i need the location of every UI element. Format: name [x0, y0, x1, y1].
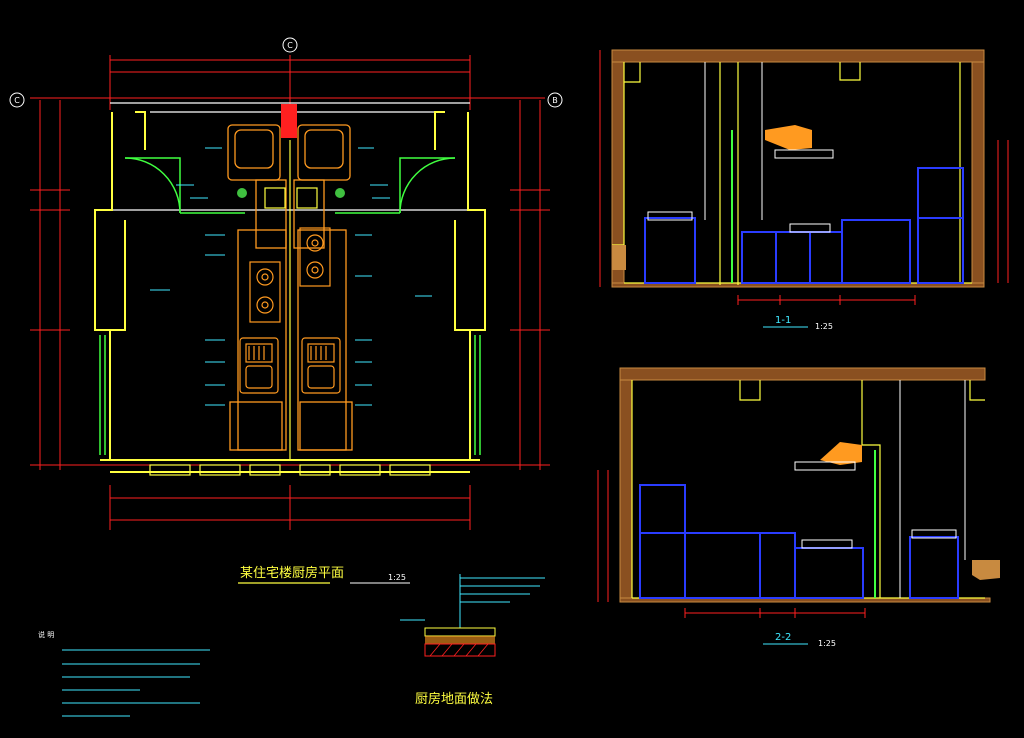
gas-meter-icon	[335, 188, 345, 198]
range-hood-icon	[765, 125, 834, 159]
notes-heading: 说 明	[38, 630, 54, 639]
kitchen-plan: C C B	[9, 37, 563, 584]
axis-label-top: C	[287, 41, 293, 50]
plan-center-shafts	[264, 140, 318, 460]
stove-icon	[299, 227, 331, 287]
section-1-appliances	[647, 211, 831, 233]
stove-icon	[249, 261, 281, 323]
plan-title: 某住宅楼厨房平面	[240, 565, 344, 581]
plan-windows	[99, 212, 481, 455]
axis-bubble-icon: C	[9, 92, 25, 108]
central-duct	[281, 104, 297, 138]
section-2-title: 2-2	[775, 632, 791, 643]
axis-bubble-icon: B	[547, 92, 563, 108]
floor-layer-mortar	[425, 636, 495, 644]
floor-detail-leaders	[400, 574, 545, 628]
plan-scale: 1:25	[388, 573, 406, 582]
section-1-scale: 1:25	[815, 322, 833, 331]
plan-dimension-lines	[30, 55, 550, 530]
sink-icon	[301, 337, 341, 394]
sink-icon	[239, 337, 279, 394]
section-2-hatch	[619, 367, 991, 603]
section-2-scale: 1:25	[818, 639, 836, 648]
section-1-1: 1-1 1:25	[599, 49, 1009, 331]
door-swing-icon	[399, 157, 456, 214]
section-1-dimensions	[599, 50, 1009, 305]
section-1-cabinets	[644, 167, 964, 284]
floor-hatch	[429, 643, 489, 657]
notes-lines	[62, 649, 210, 717]
section-2-cabinets	[639, 484, 959, 599]
floor-detail: 厨房地面做法	[400, 574, 545, 707]
plan-fixtures	[227, 124, 353, 451]
section-1-hatch	[611, 49, 985, 288]
floor-detail-title: 厨房地面做法	[415, 691, 493, 707]
section-2-2: 2-2 1:25	[597, 367, 1000, 648]
section-1-cornice	[612, 245, 626, 270]
axis-bubble-icon: C	[282, 37, 298, 53]
axis-label-right: B	[552, 96, 558, 105]
section-2-cornice	[972, 560, 1000, 580]
axis-label-left: C	[14, 96, 20, 105]
floor-layer-slab	[424, 643, 496, 657]
plan-leader-labels	[150, 147, 432, 406]
range-hood-icon	[794, 442, 862, 471]
floor-layer-top	[424, 627, 496, 637]
section-2-appliances	[801, 529, 957, 549]
section-1-title: 1-1	[775, 315, 791, 326]
notes-block: 说 明	[38, 630, 210, 717]
gas-meter-icon	[237, 188, 247, 198]
section-2-dimensions	[597, 470, 866, 618]
plan-bottom-windows	[149, 464, 431, 476]
door-swing-icon	[124, 157, 181, 214]
